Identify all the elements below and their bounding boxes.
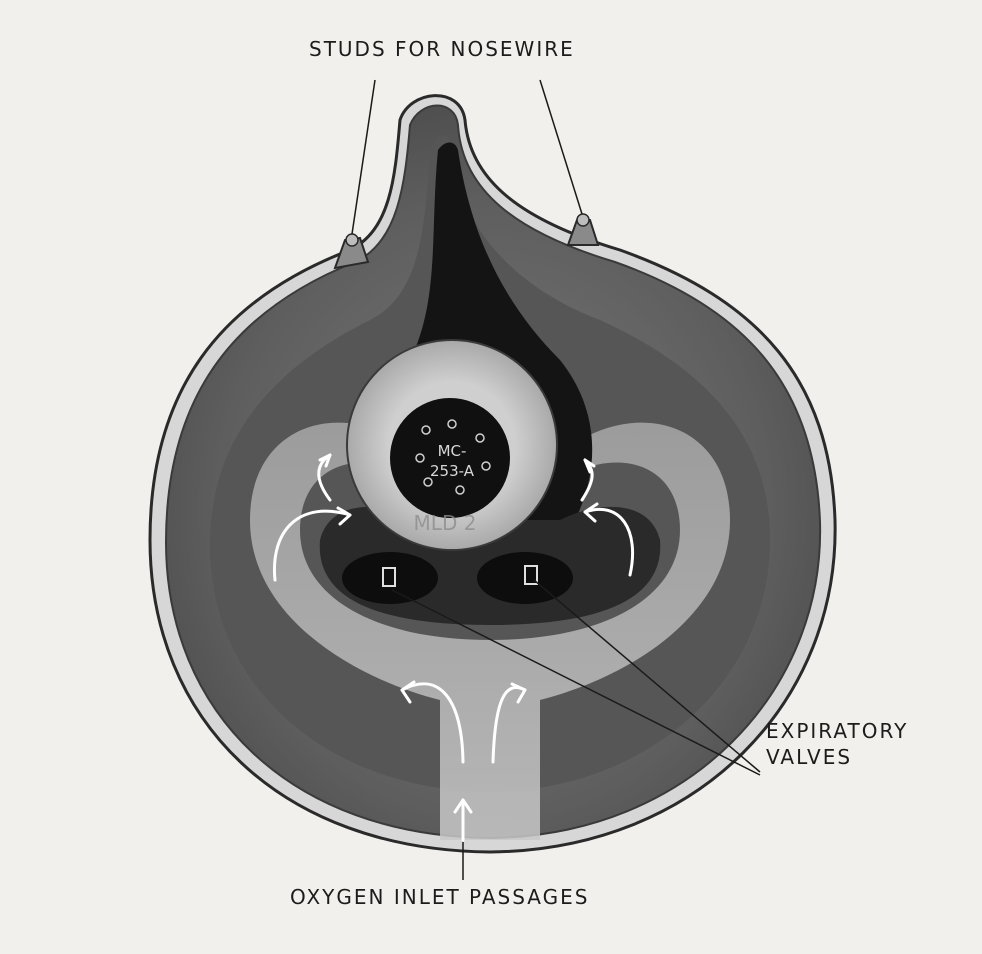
valve-marking-line2: 253-A bbox=[430, 462, 475, 480]
valve-marking-line1: MC- bbox=[438, 442, 467, 460]
nosewire-stud-right-head bbox=[577, 214, 589, 226]
label-studs-for-nosewire: STUDS FOR NOSEWIRE bbox=[309, 36, 575, 62]
label-expiratory-line2: VALVES bbox=[766, 744, 908, 770]
nosewire-stud-left-head bbox=[346, 234, 358, 246]
expiratory-valve-left bbox=[342, 552, 438, 604]
moulding-marking: MLD 2 bbox=[414, 511, 477, 535]
label-oxygen-inlet-passages: OXYGEN INLET PASSAGES bbox=[290, 884, 589, 910]
label-expiratory-line1: EXPIRATORY bbox=[766, 718, 908, 744]
label-expiratory-valves: EXPIRATORY VALVES bbox=[766, 718, 908, 770]
